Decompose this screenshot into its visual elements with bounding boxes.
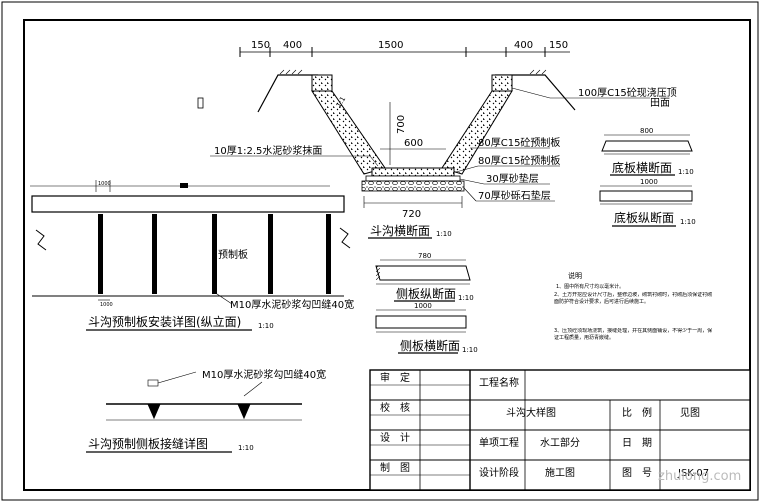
label-coping: 100厚C15砼现浇压顶 xyxy=(578,86,677,99)
install-panel-label: 预制板 xyxy=(218,248,248,261)
side-plate-long: 780 侧板纵断面 1:10 xyxy=(375,252,474,302)
side-cross-title: 侧板横断面 xyxy=(400,338,460,353)
label-precast-1: 80厚C15砼预制板 xyxy=(478,136,560,149)
dim-700: 700 xyxy=(396,115,407,134)
tb-unit-project-label: 单项工程 xyxy=(479,437,519,449)
dim-400-right: 400 xyxy=(514,40,533,51)
side-long-scale: 1:10 xyxy=(458,294,474,302)
cross-section-title: 斗沟横断面 xyxy=(370,223,430,238)
cross-section-scale: 1:10 xyxy=(436,230,452,238)
tb-date-label: 日 期 xyxy=(622,437,652,449)
seam-joint-label: M10厚水泥砂浆勾凹缝40宽 xyxy=(202,368,326,381)
installation-elevation: 1000 预制板 1000 M10厚水泥砂浆勾凹缝40宽 斗沟预制板安装详图(纵… xyxy=(30,180,354,331)
tb-draw: 制 图 xyxy=(380,461,410,474)
bottom-cross-title: 底板横断面 xyxy=(612,160,672,175)
channel-cross-section: 150 400 1500 400 150 700 600 1:1 72 xyxy=(197,40,677,239)
notes-line-3: 3、压顶砼须现场浇筑，接缝处理，并在其侧面铺设，不得少于一周，保证工程质量，用沥… xyxy=(554,328,713,341)
title-block-text: 审 定 工程名称 校 核 斗沟大样图 比 例 见图 设 计 单项工程 水工部分 … xyxy=(380,371,709,479)
tb-number: JSK-07 xyxy=(677,468,709,479)
seam-scale: 1:10 xyxy=(238,444,254,452)
notes-line-2: 2、土方开挖应设计尺寸后，整修边坡，砌筑衬砌时，衬砌后须保证衬砌面防护符合设计要… xyxy=(554,292,713,305)
tb-stage-label: 设计阶段 xyxy=(479,466,519,479)
label-mortar: 10厚1:2.5水泥砂浆抹面 xyxy=(214,144,322,157)
side-plate-cross: 1000 侧板横断面 1:10 xyxy=(375,302,478,354)
tb-stage: 施工图 xyxy=(545,466,575,479)
label-field-surface: 田面 xyxy=(650,98,670,109)
side-cross-scale: 1:10 xyxy=(462,346,478,354)
tb-scale-label: 比 例 xyxy=(622,406,652,419)
bottom-cross-scale: 1:10 xyxy=(678,168,694,176)
dim-400-left: 400 xyxy=(283,40,302,51)
label-sand: 30厚砂垫层 xyxy=(486,172,539,185)
install-dim-bottom: 1000 xyxy=(100,302,113,308)
side-long-dim: 780 xyxy=(418,252,431,260)
dim-150-right: 150 xyxy=(549,40,568,51)
tb-review: 审 定 xyxy=(380,371,410,384)
bottom-long-title: 底板纵断面 xyxy=(614,210,674,225)
bottom-plate-long: 1000 底板纵断面 1:10 xyxy=(599,178,696,227)
bottom-long-scale: 1:10 xyxy=(680,218,696,226)
watermark: zhulong.com xyxy=(658,469,741,484)
install-title: 斗沟预制板安装详图(纵立面) xyxy=(88,314,241,329)
seam-title: 斗沟预制侧板接缝详图 xyxy=(88,436,208,451)
install-scale: 1:10 xyxy=(258,322,274,330)
dim-1500: 1500 xyxy=(378,40,403,51)
bottom-long-dim: 1000 xyxy=(640,178,658,186)
tb-unit-project: 水工部分 xyxy=(540,436,580,449)
tb-scale-value: 见图 xyxy=(680,407,700,419)
tb-project-name-label: 工程名称 xyxy=(479,376,519,389)
bottom-plate-cross: 800 底板横断面 1:10 xyxy=(601,127,694,176)
title-block xyxy=(369,369,751,491)
notes-line-1: 1、图中所有尺寸均以毫米计。 xyxy=(556,283,624,290)
side-long-title: 侧板纵断面 xyxy=(396,286,456,301)
tb-drawing-name: 斗沟大样图 xyxy=(506,406,556,419)
tb-number-label: 图 号 xyxy=(622,467,652,479)
bottom-cross-dim: 800 xyxy=(640,127,653,135)
dim-600: 600 xyxy=(404,138,423,149)
tb-design: 设 计 xyxy=(380,431,410,444)
watermark-text: zhulong.com xyxy=(658,469,741,484)
install-dim-top: 1000 xyxy=(98,181,111,187)
label-gravel: 70厚砂砾石垫层 xyxy=(478,189,551,202)
seam-detail: M10厚水泥砂浆勾凹缝40宽 斗沟预制侧板接缝详图 1:10 xyxy=(86,368,326,453)
notes: 说明 1、图中所有尺寸均以毫米计。 2、土方开挖应设计尺寸后，整修边坡，砌筑衬砌… xyxy=(554,271,713,341)
notes-title: 说明 xyxy=(568,271,582,280)
tb-check: 校 核 xyxy=(380,401,410,414)
dim-150-left: 150 xyxy=(251,40,270,51)
label-precast-2: 80厚C15砼预制板 xyxy=(478,154,560,167)
install-joint-label: M10厚水泥砂浆勾凹缝40宽 xyxy=(230,298,354,311)
dim-720: 720 xyxy=(402,209,421,220)
side-cross-dim: 1000 xyxy=(414,302,432,310)
